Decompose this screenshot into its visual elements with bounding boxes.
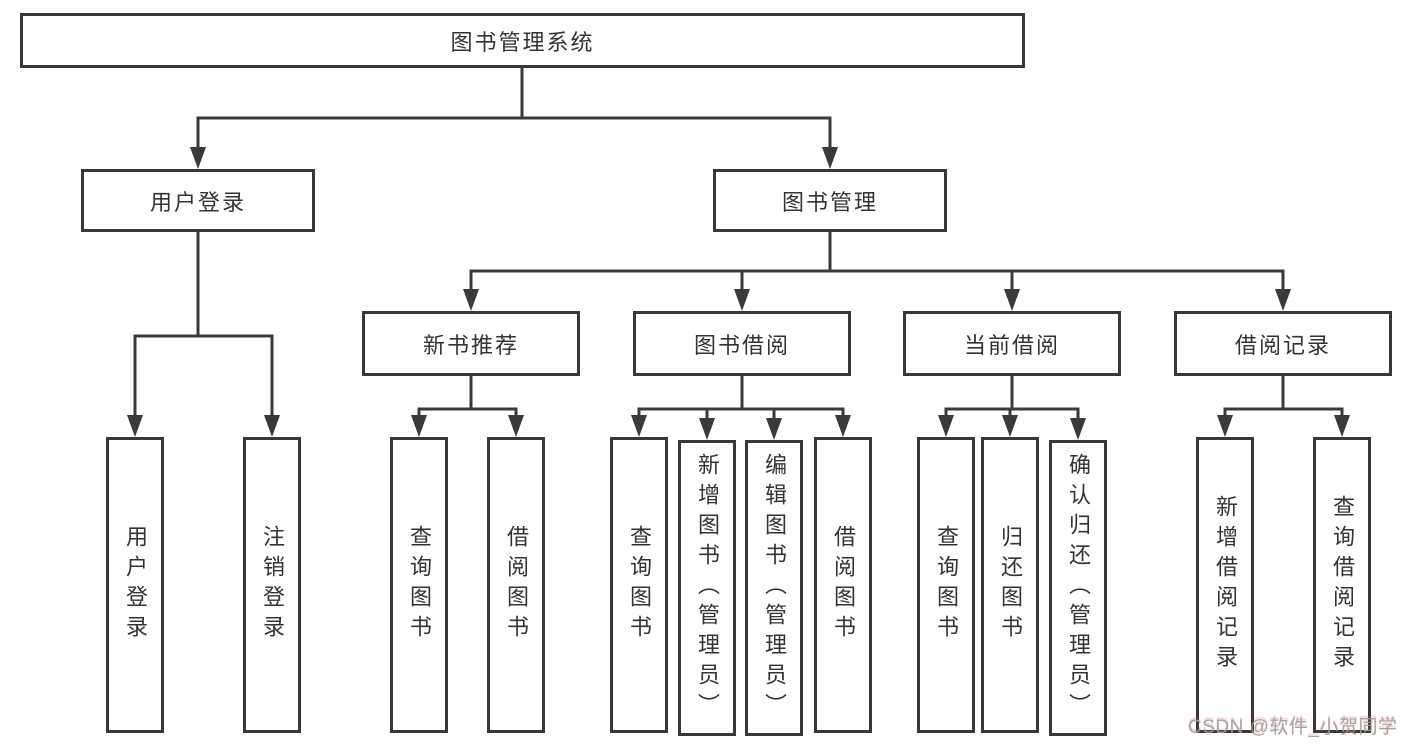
arrowhead	[1070, 418, 1086, 440]
leaf-borrow-add: 新增图书（管理员）	[678, 440, 736, 736]
node-book-mgmt: 图书管理	[713, 169, 947, 232]
node-new-book-rec-label: 新书推荐	[422, 332, 519, 358]
leaf-borrow-borrow-label: 借阅图书	[831, 525, 856, 645]
leaf-current-return: 归还图书	[981, 437, 1039, 733]
leaf-rec-query: 查询图书	[390, 437, 448, 733]
leaf-current-confirm: 确认归还（管理员）	[1049, 440, 1107, 736]
leaf-current-return-label: 归还图书	[998, 525, 1023, 645]
leaf-borrow-query: 查询图书	[610, 437, 668, 733]
leaf-records-query-label: 查询借阅记录	[1330, 495, 1355, 675]
node-book-mgmt-label: 图书管理	[781, 189, 878, 215]
node-user-login: 用户登录	[81, 169, 315, 232]
arrowhead	[938, 415, 954, 437]
node-user-login-label: 用户登录	[149, 189, 246, 215]
arrowhead	[631, 415, 647, 437]
leaf-borrow-borrow: 借阅图书	[814, 437, 872, 733]
leaf-borrow-edit: 编辑图书（管理员）	[745, 440, 803, 736]
leaf-borrow-query-label: 查询图书	[627, 525, 652, 645]
leaf-rec-borrow: 借阅图书	[487, 437, 545, 733]
leaf-records-query: 查询借阅记录	[1313, 437, 1371, 733]
arrowhead	[1002, 415, 1018, 437]
arrowhead	[463, 289, 479, 311]
arrowhead	[264, 415, 280, 437]
node-borrow-records-label: 借阅记录	[1234, 332, 1331, 358]
leaf-user-login: 用户登录	[106, 437, 164, 733]
arrowhead	[508, 415, 524, 437]
leaf-records-add-label: 新增借阅记录	[1213, 495, 1238, 675]
node-current-borrow: 当前借阅	[903, 311, 1121, 376]
node-book-borrow: 图书借阅	[633, 311, 851, 376]
arrowhead	[1334, 415, 1350, 437]
arrowhead	[1217, 415, 1233, 437]
node-book-borrow-label: 图书借阅	[693, 332, 790, 358]
leaf-current-query: 查询图书	[917, 437, 975, 733]
leaf-logout-label: 注销登录	[260, 525, 285, 645]
arrowhead	[822, 147, 838, 169]
leaf-records-add: 新增借阅记录	[1196, 437, 1254, 733]
arrowhead	[699, 418, 715, 440]
arrowhead	[766, 418, 782, 440]
leaf-user-login-label: 用户登录	[123, 525, 148, 645]
node-current-borrow-label: 当前借阅	[963, 332, 1060, 358]
arrowhead	[734, 289, 750, 311]
leaf-current-confirm-label: 确认归还（管理员）	[1066, 453, 1091, 723]
arrowhead	[127, 415, 143, 437]
arrowhead	[1004, 289, 1020, 311]
leaf-rec-query-label: 查询图书	[407, 525, 432, 645]
arrowhead	[1275, 289, 1291, 311]
arrowhead	[835, 415, 851, 437]
leaf-borrow-add-label: 新增图书（管理员）	[695, 453, 720, 723]
leaf-current-query-label: 查询图书	[934, 525, 959, 645]
csdn-watermark: CSDN @软件_小贺同学	[1188, 717, 1398, 738]
leaf-logout: 注销登录	[243, 437, 301, 733]
arrowhead	[190, 147, 206, 169]
node-root: 图书管理系统	[20, 13, 1025, 68]
node-borrow-records: 借阅记录	[1174, 311, 1392, 376]
leaf-borrow-edit-label: 编辑图书（管理员）	[762, 453, 787, 723]
node-new-book-rec: 新书推荐	[362, 311, 580, 376]
leaf-rec-borrow-label: 借阅图书	[504, 525, 529, 645]
arrowhead	[411, 415, 427, 437]
node-root-label: 图书管理系统	[450, 29, 595, 55]
